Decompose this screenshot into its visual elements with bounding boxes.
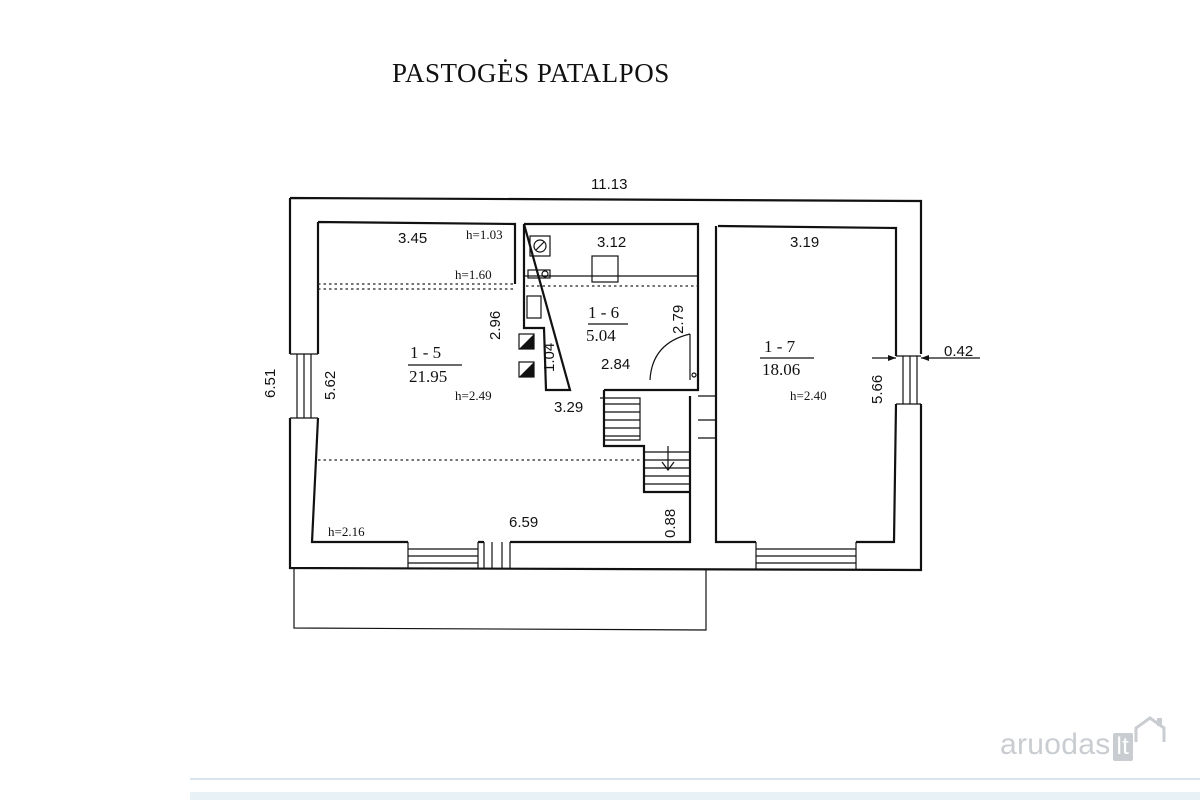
dim-r5-step: 1.04: [541, 343, 558, 372]
room-7-area: 18.06: [762, 360, 800, 379]
outer-wall: [288, 196, 923, 572]
room-6-area: 5.04: [586, 326, 616, 345]
dim-r5-bottom: 6.59: [509, 514, 538, 531]
dim-r5-bottom-height: h=2.16: [328, 524, 365, 539]
balcony: [293, 568, 707, 631]
bath-fixtures: [518, 235, 697, 381]
house-logo-icon: [1134, 716, 1166, 742]
dim-left-height: 6.51: [262, 369, 279, 398]
dim-wall-offset: 0.42: [944, 343, 973, 360]
room-5-height: h=2.49: [455, 388, 492, 403]
right-window: [896, 355, 921, 405]
inner-wall: [310, 220, 692, 544]
slope-lines: [318, 283, 698, 461]
footer-band: [190, 792, 1200, 800]
dim-total-width: 11.13: [591, 176, 627, 193]
room-5-area: 21.95: [409, 367, 447, 386]
dim-r6-side: 2.79: [670, 305, 687, 334]
dim-r5-inner-height: 5.62: [322, 371, 339, 400]
room-7-height: h=2.40: [790, 388, 827, 403]
dim-r7-top: 3.19: [790, 234, 819, 251]
dim-r5-top: 3.45: [398, 230, 427, 247]
dim-r6-bottom: 2.84: [601, 356, 630, 373]
staircase: [600, 390, 716, 494]
dim-r5-h160: h=1.60: [455, 267, 492, 282]
room-6-wall: [522, 222, 700, 392]
dim-stair-width: 3.29: [554, 399, 583, 416]
room-6-id: 1 - 6: [588, 303, 619, 322]
bottom-windows: [407, 542, 857, 570]
dim-r5-h103: h=1.03: [466, 227, 503, 242]
dim-r7-side: 5.66: [869, 375, 886, 404]
offset-marker: [872, 355, 980, 361]
room-5-id: 1 - 5: [410, 343, 441, 362]
dim-stair-gap: 0.88: [662, 509, 679, 538]
left-window: [290, 353, 318, 419]
watermark-brand: aruodas: [1000, 728, 1111, 761]
footer-divider: [190, 778, 1200, 780]
room-7-id: 1 - 7: [764, 337, 796, 356]
plan-title: PASTOGĖS PATALPOS: [392, 58, 670, 88]
watermark-tld: lt: [1112, 733, 1134, 761]
dim-r5-side: 2.96: [487, 311, 504, 340]
dim-r6-top: 3.12: [597, 234, 626, 251]
room-7-wall: [714, 224, 898, 544]
